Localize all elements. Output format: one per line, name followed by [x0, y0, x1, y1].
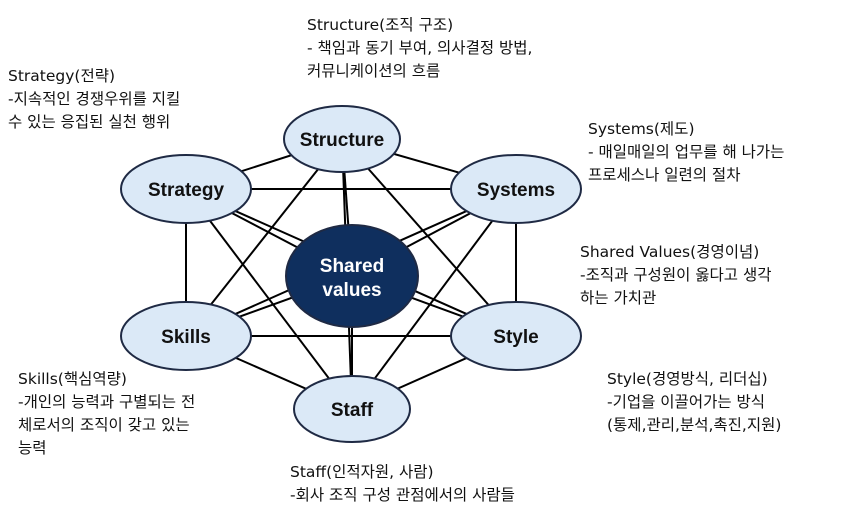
- node-skills: Skills: [120, 301, 252, 371]
- node-shared-values-label-line1: Shared: [320, 256, 384, 277]
- annotation-strategy-line2: 수 있는 응집된 실천 행위: [8, 113, 171, 131]
- annotation-skills-title: Skills(핵심역량): [18, 370, 127, 388]
- annotation-staff-title: Staff(인적자원, 사람): [290, 463, 434, 481]
- annotation-structure-line1: - 책임과 동기 부여, 의사결정 방법,: [307, 39, 533, 57]
- node-shared-values: Shared values: [285, 224, 419, 328]
- annotation-structure-line2: 커뮤니케이션의 흐름: [307, 62, 441, 80]
- annotation-systems: Systems(제도) - 매일매일의 업무를 해 나가는 프로세스나 일련의 …: [588, 118, 784, 187]
- annotation-strategy-line1: -지속적인 경쟁우위를 지킬: [8, 90, 181, 108]
- node-structure-label: Structure: [300, 130, 384, 151]
- annotation-skills-line1: -개인의 능력과 구별되는 전: [18, 393, 196, 411]
- annotation-style-line2: (통제,관리,분석,촉진,지원): [607, 416, 782, 434]
- connector-structure-style: [341, 138, 517, 337]
- annotation-style-title: Style(경영방식, 리더십): [607, 370, 768, 388]
- node-systems: Systems: [450, 154, 582, 224]
- diagram-nodes: Structure Strategy Systems Skills Style …: [120, 105, 582, 443]
- node-shared-values-label-line2: values: [322, 280, 381, 301]
- annotation-structure-title: Structure(조직 구조): [307, 16, 454, 34]
- annotation-staff: Staff(인적자원, 사람) -회사 조직 구성 관점에서의 사람들: [290, 461, 515, 507]
- annotation-strategy: Strategy(전략) -지속적인 경쟁우위를 지킬 수 있는 응집된 실천 …: [8, 65, 180, 134]
- annotation-skills-line3: 능력: [18, 439, 47, 457]
- annotation-systems-title: Systems(제도): [588, 120, 695, 138]
- node-strategy-label: Strategy: [148, 180, 224, 201]
- annotation-staff-line1: -회사 조직 구성 관점에서의 사람들: [290, 486, 515, 504]
- node-systems-label: Systems: [477, 180, 555, 201]
- node-style-label: Style: [493, 327, 538, 348]
- connector-systems-staff: [351, 188, 517, 410]
- annotation-shared-values-line2: 하는 가치관: [580, 289, 657, 307]
- annotation-systems-line2: 프로세스나 일련의 절차: [588, 166, 741, 184]
- node-structure: Structure: [283, 105, 401, 173]
- annotation-structure: Structure(조직 구조) - 책임과 동기 부여, 의사결정 방법, 커…: [307, 14, 532, 83]
- node-skills-label: Skills: [161, 327, 211, 348]
- node-staff: Staff: [293, 375, 411, 443]
- annotation-systems-line1: - 매일매일의 업무를 해 나가는: [588, 143, 785, 161]
- annotation-style-line1: -기업을 이끌어가는 방식: [607, 393, 766, 411]
- annotation-skills: Skills(핵심역량) -개인의 능력과 구별되는 전 체로서의 조직이 갖고…: [18, 368, 195, 460]
- annotation-shared-values: Shared Values(경영이념) -조직과 구성원이 옳다고 생각 하는 …: [580, 241, 772, 310]
- node-style: Style: [450, 301, 582, 371]
- node-strategy: Strategy: [120, 154, 252, 224]
- annotation-shared-values-title: Shared Values(경영이념): [580, 243, 760, 261]
- annotation-style: Style(경영방식, 리더십) -기업을 이끌어가는 방식 (통제,관리,분석…: [607, 368, 781, 437]
- annotation-strategy-title: Strategy(전략): [8, 67, 116, 85]
- annotation-shared-values-line1: -조직과 구성원이 옳다고 생각: [580, 266, 772, 284]
- annotation-skills-line2: 체로서의 조직이 갖고 있는: [18, 416, 190, 434]
- node-staff-label: Staff: [331, 400, 374, 421]
- connector-structure-skills: [185, 138, 343, 337]
